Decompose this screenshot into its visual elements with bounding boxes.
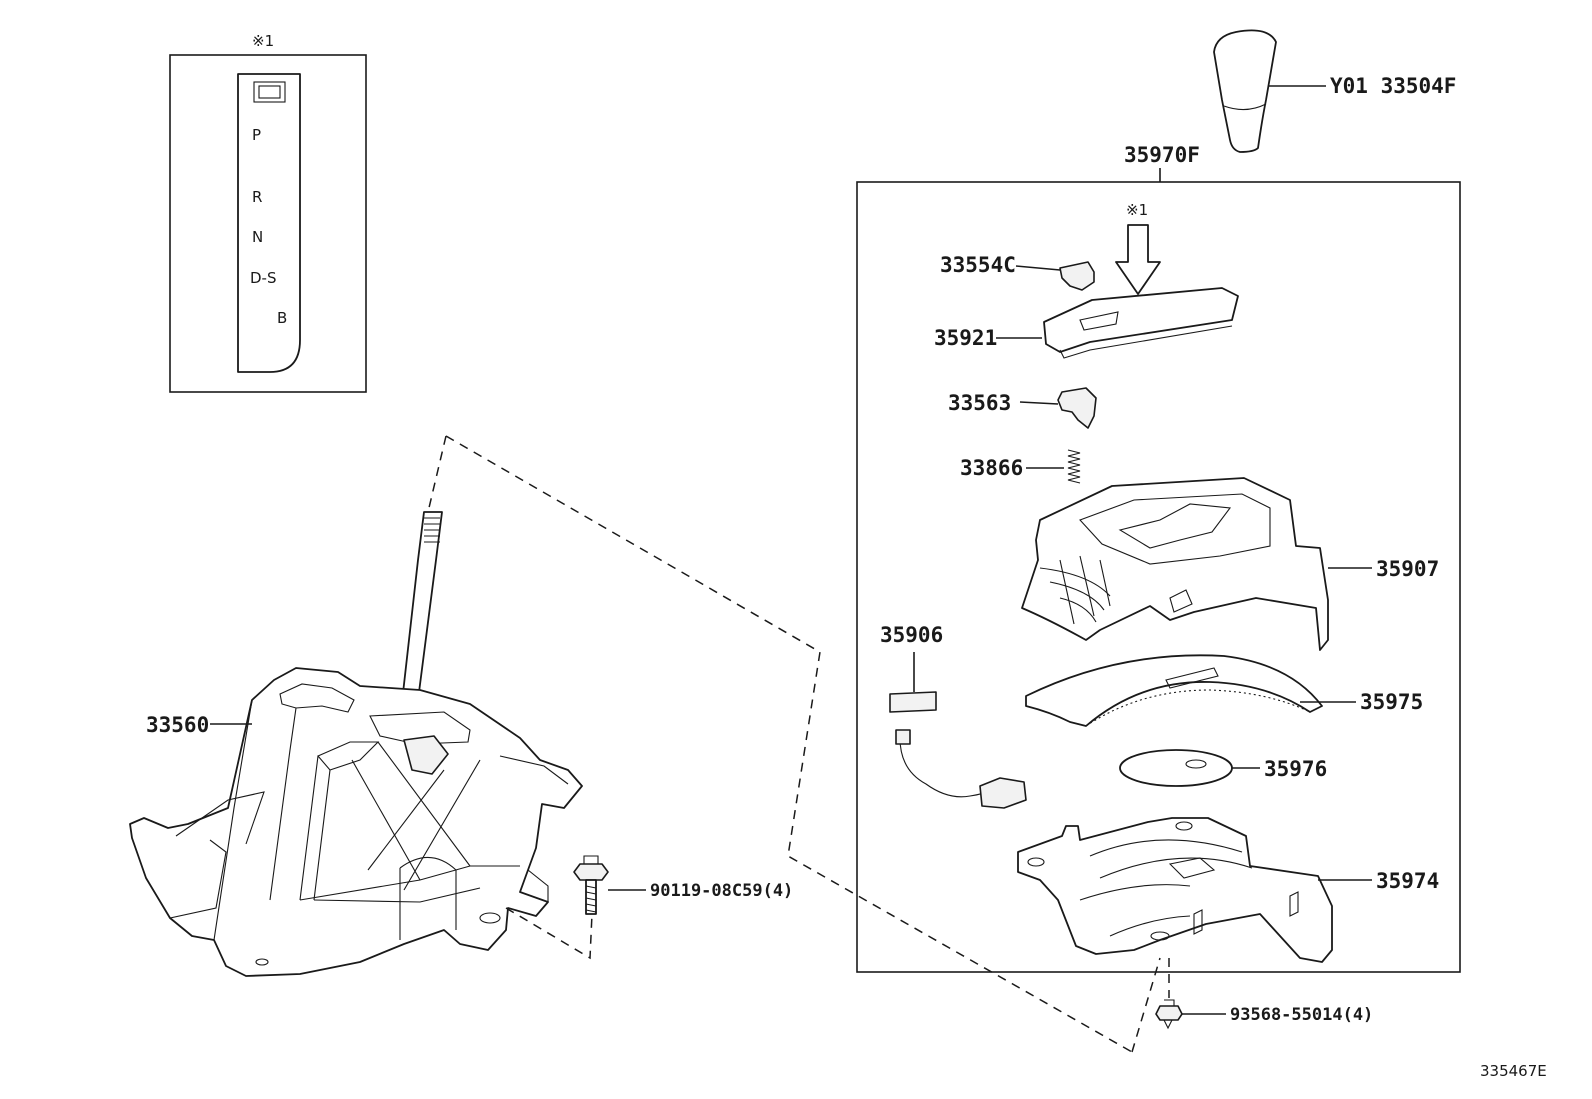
part-33866: 33866 <box>960 449 1081 484</box>
part-33554c: 33554C <box>940 253 1095 291</box>
indicator-lamp-icon <box>253 81 286 103</box>
part-35907: 35907 <box>1021 477 1439 651</box>
down-arrow-icon <box>1115 224 1161 295</box>
label-35976: 35976 <box>1264 757 1327 781</box>
gear-position-r: R <box>252 188 262 206</box>
label-35921: 35921 <box>934 326 997 350</box>
indicator-plate <box>237 73 301 373</box>
label-35907: 35907 <box>1376 557 1439 581</box>
assembly-35970f: 35970F ※1 <box>856 143 1461 973</box>
shift-knob: Y01 33504F <box>1213 29 1456 153</box>
dashed-relation-lines <box>427 435 1161 1053</box>
part-35906: 35906 <box>880 623 1027 809</box>
label-35974: 35974 <box>1376 869 1439 893</box>
inset-gear-indicator: ※1 P R N D-S B <box>169 32 367 393</box>
part-35921: 35921 <box>934 287 1239 359</box>
label-35975: 35975 <box>1360 690 1423 714</box>
figure-id: 335467E <box>1480 1062 1547 1080</box>
gear-position-p: P <box>252 126 261 144</box>
label-33563: 33563 <box>948 391 1011 415</box>
assembly-frame <box>856 181 1461 973</box>
label-33554c: 33554C <box>940 253 1016 277</box>
label-assembly: 35970F <box>1124 143 1200 167</box>
gear-position-d-s: D-S <box>250 269 276 287</box>
label-35906: 35906 <box>880 623 943 647</box>
label-90119: 90119-08C59(4) <box>650 881 793 901</box>
label-knob: Y01 33504F <box>1330 74 1456 98</box>
gear-position-n: N <box>252 228 263 246</box>
inset-ref-mark: ※1 <box>252 32 274 50</box>
label-93568: 93568-55014(4) <box>1230 1005 1373 1025</box>
gear-position-b: B <box>277 309 287 327</box>
assembly-ref-mark: ※1 <box>1126 201 1148 219</box>
inset-frame <box>169 54 367 393</box>
part-35975: 35975 <box>1025 654 1423 727</box>
part-35974: 35974 <box>1017 817 1439 963</box>
label-33560: 33560 <box>146 713 209 737</box>
label-33866: 33866 <box>960 456 1023 480</box>
part-33560: 33560 <box>129 511 583 977</box>
part-35976: 35976 <box>1119 749 1327 787</box>
part-90119-bolt: 90119-08C59(4) <box>573 855 793 915</box>
part-33563: 33563 <box>948 387 1097 429</box>
part-93568-screw: 93568-55014(4) <box>1155 958 1373 1030</box>
